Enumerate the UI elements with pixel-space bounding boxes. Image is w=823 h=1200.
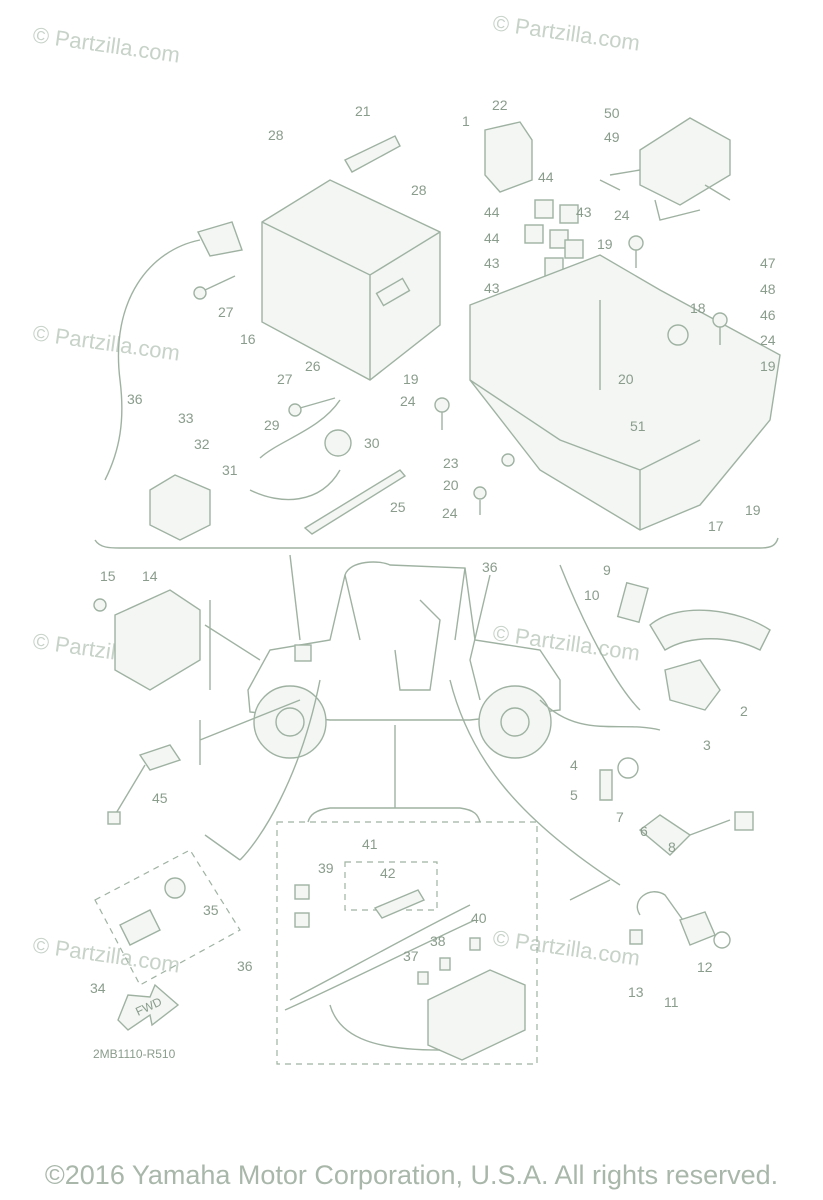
callout-19: 19: [597, 236, 613, 252]
module-icon: [114, 589, 201, 691]
watermark-8: © Partzilla.com: [491, 925, 641, 970]
callout-23: 23: [443, 455, 459, 471]
fwd-arrow-icon: [117, 983, 180, 1031]
sensor-icon: [616, 581, 649, 624]
callout-5: 5: [570, 787, 578, 803]
callout-44: 44: [484, 230, 500, 246]
callout-28: 28: [411, 182, 427, 198]
brake-switch-icon: [119, 909, 161, 946]
callout-44: 44: [538, 169, 554, 185]
watermark-1: © Partzilla.com: [31, 22, 181, 67]
callout-2: 2: [740, 703, 748, 719]
callout-34: 34: [90, 980, 106, 996]
rear-wheel: [478, 685, 552, 759]
callout-41: 41: [362, 836, 378, 852]
callout-24: 24: [614, 207, 630, 223]
callout-13: 13: [628, 984, 644, 1000]
starter-relay-icon: [149, 474, 211, 541]
callout-36: 36: [237, 958, 253, 974]
callout-1: 1: [462, 113, 470, 129]
callout-50: 50: [604, 105, 620, 121]
top-section-frame: [94, 537, 779, 549]
fuse-box-icon: [427, 969, 526, 1061]
relay-icon: [534, 199, 554, 219]
callout-39: 39: [318, 860, 334, 876]
harness-frame: [276, 821, 538, 1065]
callout-19: 19: [760, 358, 776, 374]
diagram-reference-code: 2MB1110-R510: [93, 1047, 176, 1061]
callout-47: 47: [760, 255, 776, 271]
callout-25: 25: [390, 499, 406, 515]
callout-36: 36: [482, 559, 498, 575]
callout-7: 7: [616, 809, 624, 825]
callout-15: 15: [100, 568, 116, 584]
callout-27: 27: [218, 304, 234, 320]
watermark-3: © Partzilla.com: [31, 320, 181, 365]
speed-sensor-icon: [679, 911, 716, 946]
callout-51: 51: [630, 418, 646, 434]
callout-32: 32: [194, 436, 210, 452]
callout-40: 40: [471, 910, 487, 926]
callout-28: 28: [268, 127, 284, 143]
callout-44: 44: [484, 204, 500, 220]
callout-17: 17: [708, 518, 724, 534]
callout-45: 45: [152, 790, 168, 806]
callout-19: 19: [745, 502, 761, 518]
callout-30: 30: [364, 435, 380, 451]
callout-48: 48: [760, 281, 776, 297]
callout-21: 21: [355, 103, 371, 119]
callout-27: 27: [277, 371, 293, 387]
callout-3: 3: [703, 737, 711, 753]
callout-24: 24: [760, 332, 776, 348]
callout-38: 38: [430, 933, 446, 949]
callout-43: 43: [484, 255, 500, 271]
callout-20: 20: [443, 477, 459, 493]
vehicle: [247, 561, 561, 759]
callout-36: 36: [127, 391, 143, 407]
callout-49: 49: [604, 129, 620, 145]
callout-35: 35: [203, 902, 219, 918]
watermark-2: © Partzilla.com: [491, 10, 641, 55]
battery-band: [344, 135, 401, 173]
callout-6: 6: [640, 823, 648, 839]
harness: [284, 884, 526, 1061]
watermark-7: © Partzilla.com: [31, 932, 181, 977]
callout-9: 9: [603, 562, 611, 578]
callout-24: 24: [400, 393, 416, 409]
callout-10: 10: [584, 587, 600, 603]
callout-19: 19: [403, 371, 419, 387]
callout-11: 11: [664, 994, 679, 1010]
callout-46: 46: [760, 307, 776, 323]
ignition-coil-icon: [664, 659, 721, 711]
battery-tray: [469, 254, 781, 531]
callout-8: 8: [668, 839, 676, 855]
callout-22: 22: [492, 97, 508, 113]
callout-24: 24: [442, 505, 458, 521]
callout-12: 12: [697, 959, 713, 975]
callout-43: 43: [576, 204, 592, 220]
watermark-6: © Partzilla.com: [491, 620, 641, 665]
callout-33: 33: [178, 410, 194, 426]
callout-31: 31: [222, 462, 238, 478]
top-assembly: [94, 117, 781, 549]
ecu-icon: [639, 117, 731, 206]
callout-43: 43: [484, 280, 500, 296]
battery-icon: [261, 179, 441, 381]
callout-20: 20: [618, 371, 634, 387]
callout-42: 42: [380, 865, 396, 881]
front-wheel: [253, 685, 327, 759]
callout-29: 29: [264, 417, 280, 433]
cover-icon: [484, 121, 533, 193]
copyright-notice: ©2016 Yamaha Motor Corporation, U.S.A. A…: [44, 1160, 779, 1190]
callout-4: 4: [570, 757, 578, 773]
callout-37: 37: [403, 948, 419, 964]
callout-14: 14: [142, 568, 158, 584]
callout-18: 18: [690, 300, 706, 316]
callout-26: 26: [305, 358, 321, 374]
callout-16: 16: [240, 331, 256, 347]
